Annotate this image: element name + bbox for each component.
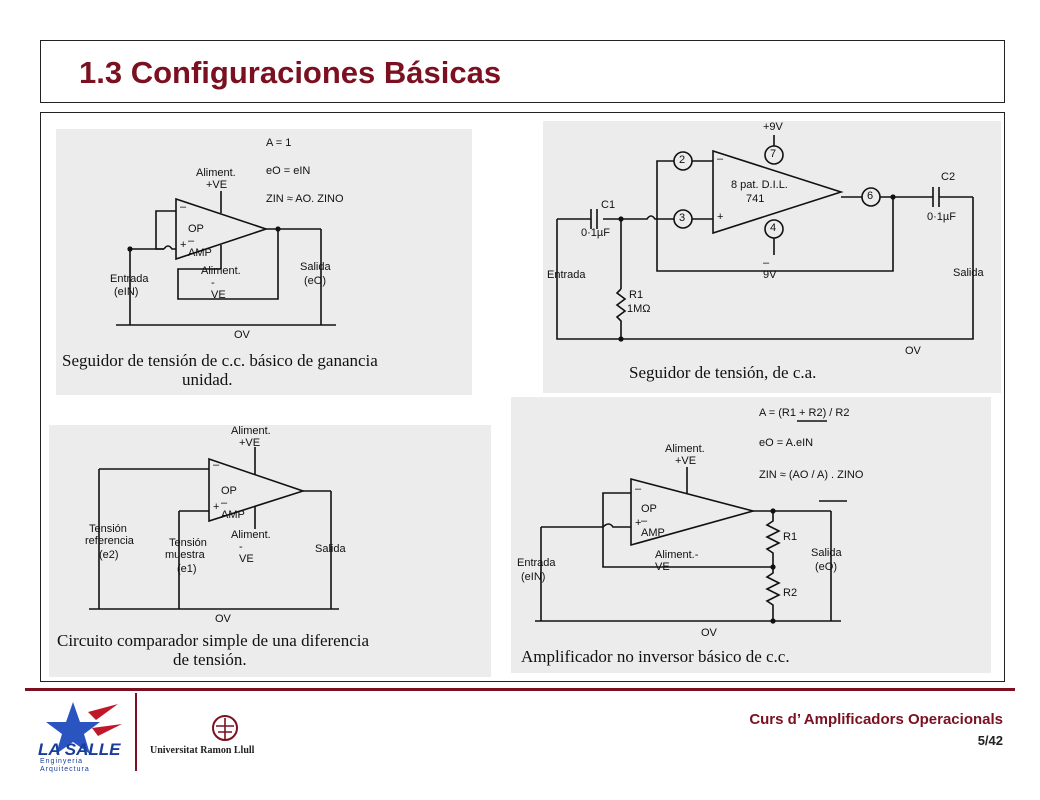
diagram-comparator: Aliment. +VE – + OP – AMP Aliment. -VE T… [49,425,491,677]
pin-7-label: 7 [770,148,777,160]
supply-pos-label: +9V [763,121,783,133]
reference-symbol: (e2) [99,549,119,561]
noninverting-sign: + [180,239,187,251]
caption-line: Seguidor de tensión de c.c. básico de ga… [62,351,378,370]
eq-output: eO = A.eIN [759,437,814,449]
caption-line: de tensión. [173,650,247,669]
input-symbol: (eIN) [114,286,139,298]
reference-label: Tensión [89,523,127,535]
input-label: Entrada [517,557,556,569]
output-label: Salida [811,547,842,559]
r1-label: R1 [783,531,798,543]
input-symbol: (eIN) [521,571,546,583]
eq-gain: A = 1 [266,137,292,149]
opamp-symbol [630,477,757,547]
diagram3-caption: Circuito comparador simple de una difere… [57,631,487,669]
inverting-sign: – [180,201,187,213]
supply-pos-value: +VE [206,179,228,191]
la-salle-logo-icon [46,702,122,754]
supply-pos-label: Aliment. [665,443,705,455]
supply-neg-value: -VE [211,277,226,301]
universitat-ramon-llull-name: Universitat Ramon Llull [150,745,255,756]
output-label: Salida [315,543,346,555]
supply-pos-value: +VE [239,437,261,449]
eq-impedance: ZIN ≈ AO. ZINO [266,193,344,205]
supply-neg-label: Aliment. [201,265,241,277]
diagram-ac-voltage-follower: +9V 7 2 3 4 6 – + 8 pat. D.I.L. 741 –9V … [543,121,1001,393]
sample-label: muestra [165,549,205,561]
caption-line: unidad. [182,370,233,389]
opamp-symbol [712,149,844,235]
diagram1-caption: Seguidor de tensión de c.c. básico de ga… [62,351,467,389]
supply-pos-value: +VE [675,455,697,467]
opamp-label: OP – AMP [641,503,665,539]
universitat-ramon-llull-seal-icon [212,715,238,741]
noninverting-sign: + [213,501,220,513]
diagram2-caption: Seguidor de tensión, de c.a. [629,363,989,382]
opamp-symbol [175,197,269,261]
la-salle-logo-subtitle: Enginyeria Arquitectura [40,758,90,774]
c2-label: C2 [941,171,956,183]
page-number: 5/42 [977,733,1003,748]
pin-2-label: 2 [679,154,686,166]
footer-divider [25,688,1015,691]
title-box: 1.3 Configuraciones Básicas [40,40,1005,103]
diagram4-caption: Amplificador no inversor básico de c.c. [521,647,981,666]
la-salle-logo-text: LA SALLE [38,740,121,759]
sample-symbol: (e1) [177,563,197,575]
opamp-symbol [208,457,306,523]
c2-value: 0·1µF [927,211,956,223]
ground-label: OV [701,627,717,639]
inverting-sign: – [717,153,724,165]
ground-label: OV [234,329,250,341]
output-label: Salida [300,261,331,273]
pin-3-label: 3 [679,212,686,224]
reference-label: referencia [85,535,134,547]
caption-line: Seguidor de tensión, de c.a. [629,363,817,382]
diagram-non-inverting-amplifier: A = (R1 + R2) / R2 eO = A.eIN ZIN ≈ (AO … [511,397,991,673]
c1-label: C1 [601,199,616,211]
slide-title: 1.3 Configuraciones Básicas [79,55,502,90]
supply-neg-value: -VE [239,541,254,565]
r2-label: R2 [783,587,798,599]
input-label: Entrada [110,273,149,285]
sample-label: Tensión [169,537,207,549]
r1-value: 1MΩ [627,303,651,315]
r1-label: R1 [629,289,644,301]
footer-logo-separator [135,693,137,771]
chip-model-label: 741 [746,193,765,205]
noninverting-sign: + [635,517,642,529]
content-box: A = 1 eO = eIN ZIN ≈ AO. ZINO Aliment. +… [40,112,1005,682]
supply-pos-label: Aliment. [196,167,236,179]
output-symbol: (eO) [304,275,326,287]
diagram-dc-voltage-follower: A = 1 eO = eIN ZIN ≈ AO. ZINO Aliment. +… [56,129,472,395]
output-symbol: (eO) [815,561,837,573]
la-salle-subtitle-line: Arquitectura [40,766,90,773]
la-salle-subtitle-line: Enginyeria [40,758,84,765]
ground-label: OV [905,345,921,357]
output-label: Salida [953,267,984,279]
inverting-sign: – [213,459,220,471]
ground-label: OV [215,613,231,625]
pin-6-label: 6 [867,190,874,202]
supply-neg-label: Aliment.-VE [655,549,699,573]
input-label: Entrada [547,269,586,281]
pin-4-label: 4 [770,222,777,234]
noninverting-sign: + [717,211,724,223]
eq-output: eO = eIN [266,165,311,177]
opamp-label: OP – AMP [221,485,245,521]
caption-line: Circuito comparador simple de una difere… [57,631,370,650]
opamp-label: OP – AMP [188,223,212,259]
supply-neg-label: Aliment. [231,529,271,541]
supply-pos-label: Aliment. [231,425,271,437]
chip-package-label: 8 pat. D.I.L. [731,179,788,191]
course-name: Curs d’ Amplificadors Operacionals [749,711,1003,728]
eq-gain: A = (R1 + R2) / R2 [759,407,850,419]
caption-line: Amplificador no inversor básico de c.c. [521,647,790,666]
c1-value: 0·1µF [581,227,610,239]
supply-neg-label: –9V [763,257,777,281]
eq-impedance: ZIN ≈ (AO / A) . ZINO [759,469,864,481]
inverting-sign: – [635,483,642,495]
